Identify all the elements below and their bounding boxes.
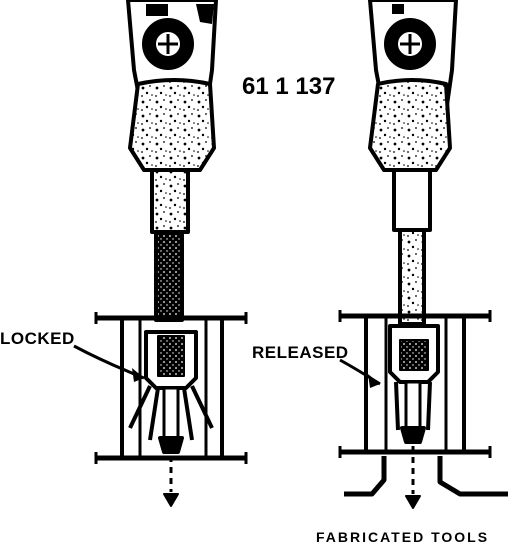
right-spindle: [404, 380, 422, 430]
fabricated-tool-right: [437, 456, 508, 497]
right-pull-arrow: [405, 495, 421, 509]
left-tool-locked: [94, 0, 248, 507]
right-rod: [398, 228, 426, 326]
left-neck: [150, 168, 190, 234]
left-spindle: [162, 386, 180, 440]
left-collet-fingers: [128, 385, 214, 441]
fabricated-tools-label: FABRICATED TOOLS: [316, 529, 489, 545]
left-eye-bolt: [142, 18, 194, 70]
right-collet-fingers: [394, 381, 432, 431]
released-label: RELEASED: [252, 343, 349, 362]
right-grip: [368, 78, 452, 172]
left-pull-arrow: [163, 493, 179, 507]
left-grip: [128, 78, 216, 172]
locked-label: LOCKED: [0, 329, 75, 348]
left-threaded-rod: [154, 230, 184, 322]
right-neck: [392, 168, 432, 232]
right-tool-released: [338, 0, 508, 509]
fabricated-tool-left: [344, 456, 387, 497]
part-number-label: 61 1 137: [242, 73, 335, 100]
right-eye-bolt: [384, 18, 436, 70]
